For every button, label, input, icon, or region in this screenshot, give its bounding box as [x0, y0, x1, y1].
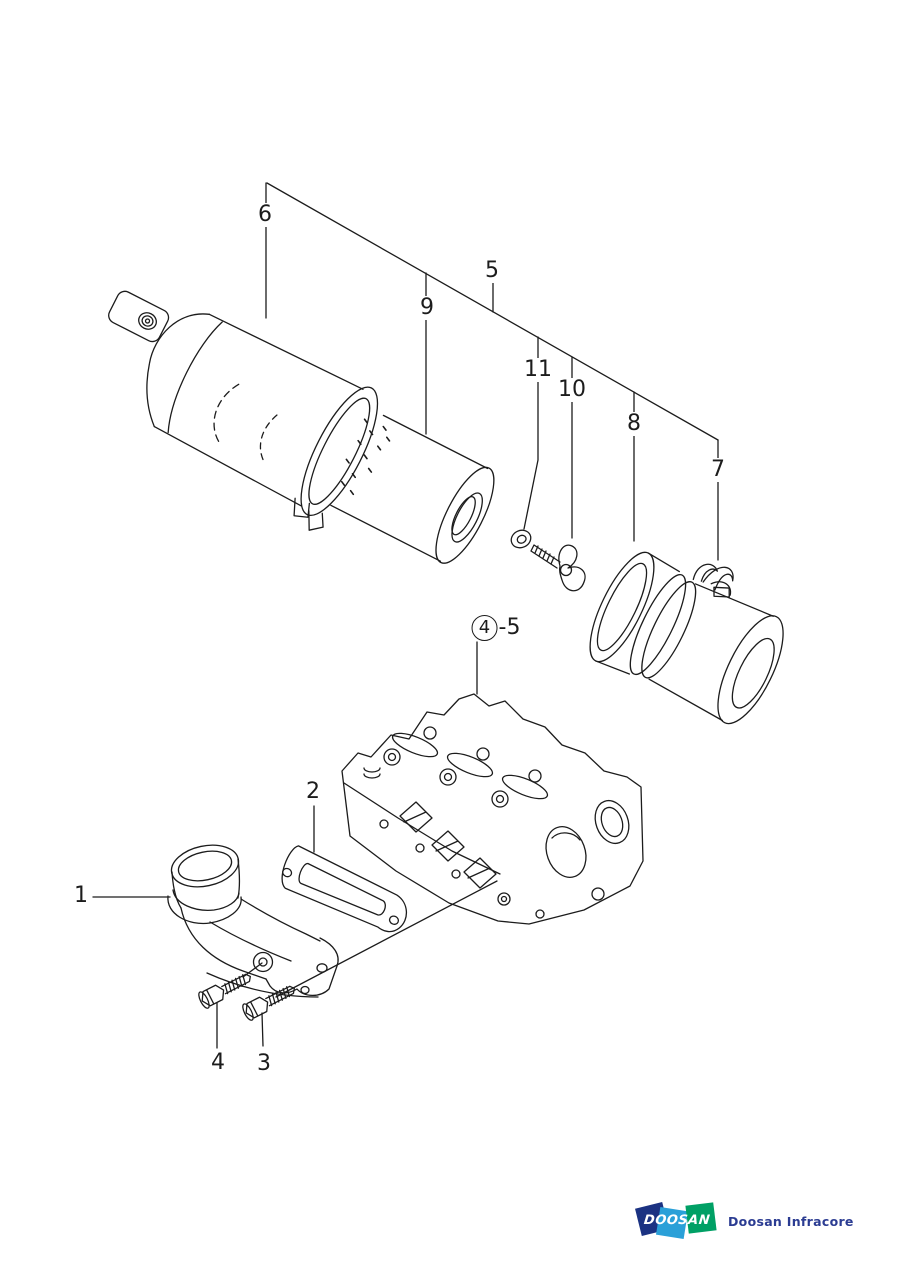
bolt-4-drawing: [197, 968, 255, 1009]
callout-4-circle[interactable]: 4: [471, 615, 498, 641]
intake-ports: [400, 802, 496, 888]
callout-11[interactable]: 11: [521, 358, 555, 382]
washer-drawing: [508, 527, 533, 551]
cylinder-head-drawing: [342, 694, 643, 924]
callout-4[interactable]: 4: [208, 1051, 228, 1075]
callout-7[interactable]: 7: [708, 458, 728, 482]
inlet-coil: [136, 310, 159, 332]
doosan-logo: DOOSAN Doosan Infracore: [635, 1198, 856, 1246]
leader-line-3: [262, 1013, 263, 1046]
callout-9[interactable]: 9: [417, 296, 437, 320]
wing-bolt-drawing: [531, 545, 585, 591]
bolt-3-drawing: [241, 980, 299, 1021]
perforations: [332, 417, 394, 497]
gasket-drawing: [276, 844, 415, 940]
intake-elbow-drawing: [168, 839, 339, 997]
company-name: Doosan Infracore: [728, 1214, 854, 1229]
valve-springs: [364, 727, 541, 807]
front-face-bosses: [380, 820, 510, 905]
callout-1[interactable]: 1: [71, 884, 91, 908]
callout-3[interactable]: 3: [254, 1052, 274, 1076]
right-face-ports: [536, 796, 635, 918]
callout-5[interactable]: 5: [482, 259, 502, 283]
air-cleaner-element-drawing: [330, 412, 505, 571]
air-cleaner-body-drawing: [62, 266, 407, 544]
callout-6[interactable]: 6: [255, 203, 275, 227]
pre-cleaner-drawing: [578, 525, 806, 733]
callout-2[interactable]: 2: [303, 780, 323, 804]
callout-10[interactable]: 10: [555, 378, 589, 402]
callout-4-5[interactable]: 4 -5: [471, 615, 521, 641]
rocker-arms: [390, 729, 550, 804]
doosan-logo-mark: DOOSAN: [635, 1198, 720, 1242]
assembly-line-bolt-3: [276, 881, 497, 997]
clamp-wire: [690, 556, 740, 602]
body-clips: [285, 497, 330, 536]
callout-8[interactable]: 8: [624, 412, 644, 436]
inlet-stub: [106, 289, 171, 345]
callout-4-5-suffix: -5: [498, 615, 521, 640]
doosan-wordmark: DOOSAN: [643, 1213, 711, 1228]
